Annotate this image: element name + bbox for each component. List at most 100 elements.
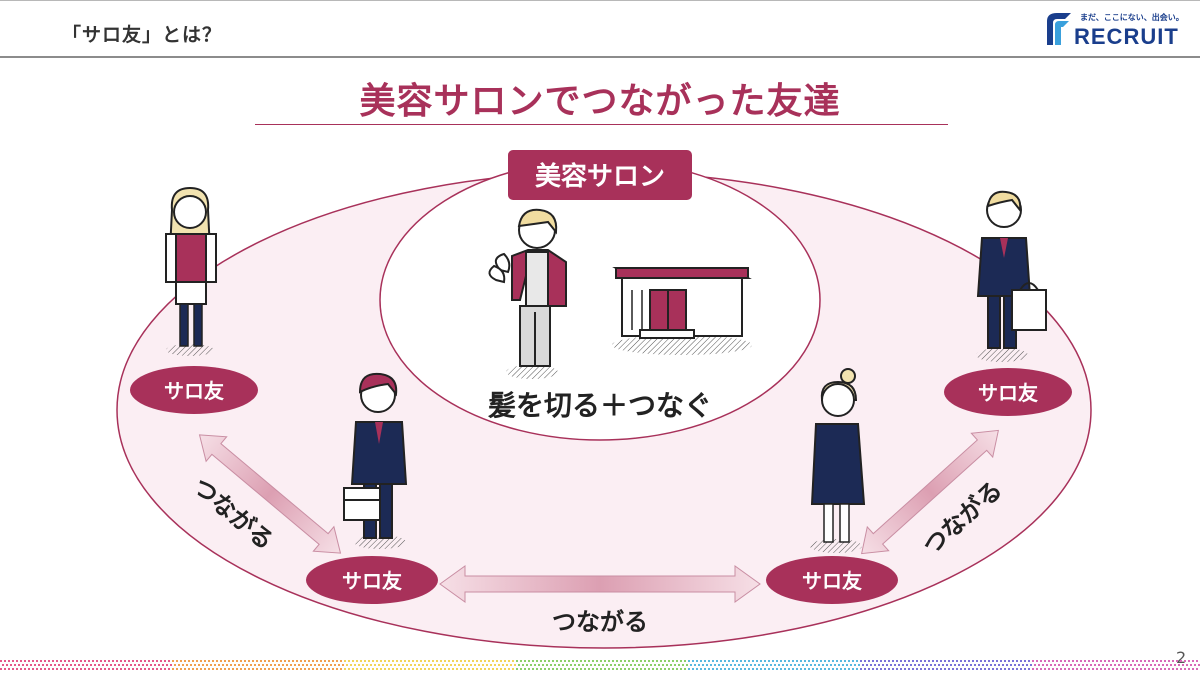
decorative-dot <box>544 660 546 662</box>
decorative-dot <box>980 660 982 662</box>
decorative-dot <box>508 660 510 662</box>
decorative-dot <box>172 660 174 662</box>
decorative-dot <box>468 668 470 670</box>
decorative-dot <box>10 664 12 666</box>
decorative-dot <box>398 664 400 666</box>
decorative-dot <box>844 668 846 670</box>
decorative-dot <box>332 660 334 662</box>
decorative-dot <box>12 668 14 670</box>
decorative-dot <box>328 668 330 670</box>
decorative-dot <box>192 660 194 662</box>
decorative-dot <box>28 660 30 662</box>
stylist-figure <box>488 208 567 379</box>
double-arrow-bottom <box>439 565 761 603</box>
decorative-dot <box>628 660 630 662</box>
decorative-dot <box>918 664 920 666</box>
decorative-dot <box>42 664 44 666</box>
decorative-dot <box>1164 660 1166 662</box>
decorative-dot <box>664 668 666 670</box>
decorative-dot <box>1124 668 1126 670</box>
decorative-dot <box>284 660 286 662</box>
decorative-dot <box>400 668 402 670</box>
decorative-dot <box>760 668 762 670</box>
decorative-dot <box>972 668 974 670</box>
decorative-dot <box>712 668 714 670</box>
decorative-dot <box>320 668 322 670</box>
decorative-dot <box>900 668 902 670</box>
decorative-dot <box>1046 664 1048 666</box>
decorative-dot <box>296 660 298 662</box>
decorative-dot <box>516 660 518 662</box>
decorative-dot <box>528 660 530 662</box>
decorative-dot <box>922 664 924 666</box>
decorative-dot <box>134 664 136 666</box>
decorative-dot <box>264 660 266 662</box>
decorative-dot <box>1158 664 1160 666</box>
salon-badge-text: 美容サロン <box>535 161 665 192</box>
decorative-dot <box>642 664 644 666</box>
decorative-dot <box>386 664 388 666</box>
decorative-dot <box>742 664 744 666</box>
decorative-dot <box>384 668 386 670</box>
decorative-dot <box>428 668 430 670</box>
decorative-dot <box>970 664 972 666</box>
decorative-dot <box>972 660 974 662</box>
decorative-dot <box>976 660 978 662</box>
decorative-dot <box>744 668 746 670</box>
decorative-dot <box>1092 660 1094 662</box>
decorative-dot <box>726 664 728 666</box>
decorative-dot <box>954 664 956 666</box>
decorative-dot <box>932 668 934 670</box>
decorative-dot <box>724 660 726 662</box>
decorative-dot <box>764 668 766 670</box>
decorative-dot <box>1084 660 1086 662</box>
decorative-dot <box>240 668 242 670</box>
decorative-dot <box>1052 668 1054 670</box>
decorative-dot <box>148 660 150 662</box>
double-arrow-left <box>198 434 342 554</box>
decorative-dot <box>44 668 46 670</box>
decorative-dot <box>904 668 906 670</box>
decorative-dot <box>140 668 142 670</box>
decorative-dot <box>258 664 260 666</box>
decorative-dot <box>776 668 778 670</box>
decorative-dot <box>996 660 998 662</box>
decorative-dot <box>994 664 996 666</box>
decorative-dot <box>332 668 334 670</box>
decorative-dot <box>776 660 778 662</box>
decorative-dot <box>540 668 542 670</box>
decorative-dot <box>1132 668 1134 670</box>
decorative-dot <box>64 668 66 670</box>
decorative-dot <box>350 664 352 666</box>
decorative-dot <box>876 668 878 670</box>
decorative-dot <box>0 668 2 670</box>
decorative-dot <box>40 660 42 662</box>
decorative-dot <box>486 664 488 666</box>
decorative-dot <box>518 664 520 666</box>
decorative-dot <box>312 660 314 662</box>
decorative-dot <box>90 664 92 666</box>
decorative-dot <box>160 660 162 662</box>
decorative-dot <box>552 668 554 670</box>
decorative-dot <box>228 660 230 662</box>
decorative-dot <box>636 660 638 662</box>
decorative-dot <box>238 664 240 666</box>
decorative-dot <box>132 668 134 670</box>
decorative-dot <box>256 660 258 662</box>
decorative-dot <box>80 660 82 662</box>
decorative-dot <box>268 668 270 670</box>
decorative-dot <box>882 664 884 666</box>
decorative-dot <box>94 664 96 666</box>
decorative-dot <box>988 668 990 670</box>
decorative-dot <box>936 660 938 662</box>
decorative-dot <box>1180 660 1182 662</box>
decorative-dot <box>792 668 794 670</box>
decorative-dot <box>1194 664 1196 666</box>
decorative-dot <box>28 668 30 670</box>
decorative-dot <box>806 664 808 666</box>
decorative-dot <box>942 664 944 666</box>
decorative-dot <box>226 664 228 666</box>
friend-label-top-left: サロ友 <box>130 366 258 414</box>
decorative-dot <box>1188 668 1190 670</box>
decorative-dot <box>704 668 706 670</box>
